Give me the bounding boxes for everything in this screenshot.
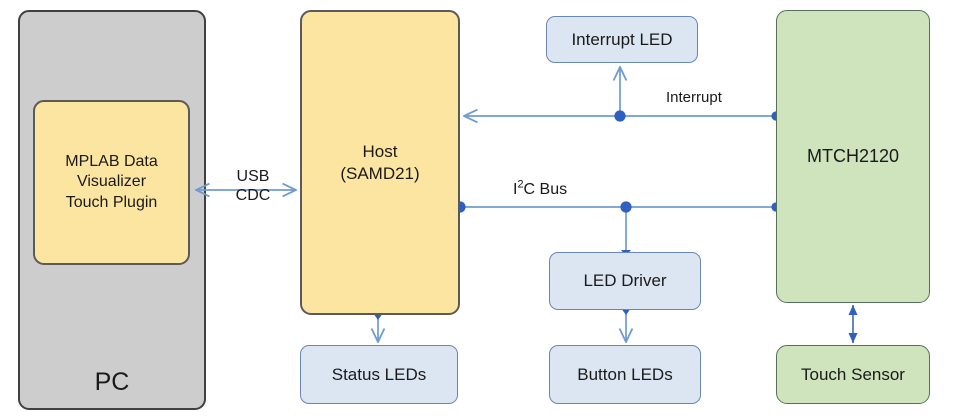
node-mplab-plugin-label: MPLAB Data Visualizer Touch Plugin — [65, 152, 158, 211]
node-mplab-data-visualizer-touch-plugin[interactable]: MPLAB Data Visualizer Touch Plugin — [33, 100, 190, 265]
i2c-label-base: I — [513, 181, 518, 198]
node-interrupt-led-label: Interrupt LED — [571, 29, 673, 49]
node-touch-sensor[interactable]: Touch Sensor — [776, 345, 930, 404]
junction-dot-interrupt — [614, 110, 626, 122]
node-host-samd21[interactable]: Host (SAMD21) — [300, 10, 460, 315]
node-interrupt-led[interactable]: Interrupt LED — [546, 16, 698, 63]
edge-label-interrupt: Interrupt — [666, 89, 722, 106]
node-led-driver-label: LED Driver — [583, 271, 667, 291]
junction-dot-i2c — [620, 201, 632, 213]
node-button-leds-label: Button LEDs — [577, 364, 673, 384]
node-pc-label: PC — [94, 368, 130, 396]
node-touch-sensor-label: Touch Sensor — [801, 364, 905, 384]
node-led-driver[interactable]: LED Driver — [549, 252, 701, 310]
node-mtch2120[interactable]: MTCH2120 — [776, 10, 930, 303]
edge-host-status-leds — [373, 313, 383, 342]
edge-led-driver-button-leds — [621, 308, 631, 342]
i2c-label-rest: C Bus — [523, 181, 568, 198]
edge-interrupt — [464, 67, 781, 122]
node-button-leds[interactable]: Button LEDs — [549, 345, 701, 404]
node-status-leds-label: Status LEDs — [331, 364, 427, 384]
node-status-leds[interactable]: Status LEDs — [300, 345, 458, 404]
edge-label-i2c-bus: I2C Bus — [513, 178, 568, 199]
node-mtch2120-label: MTCH2120 — [806, 145, 900, 166]
edge-label-usb-cdc: USB CDC — [235, 168, 271, 205]
node-host-label: Host (SAMD21) — [340, 141, 420, 183]
edge-i2c-bus — [454, 201, 781, 256]
i2c-label-superscript: 2 — [517, 178, 524, 191]
